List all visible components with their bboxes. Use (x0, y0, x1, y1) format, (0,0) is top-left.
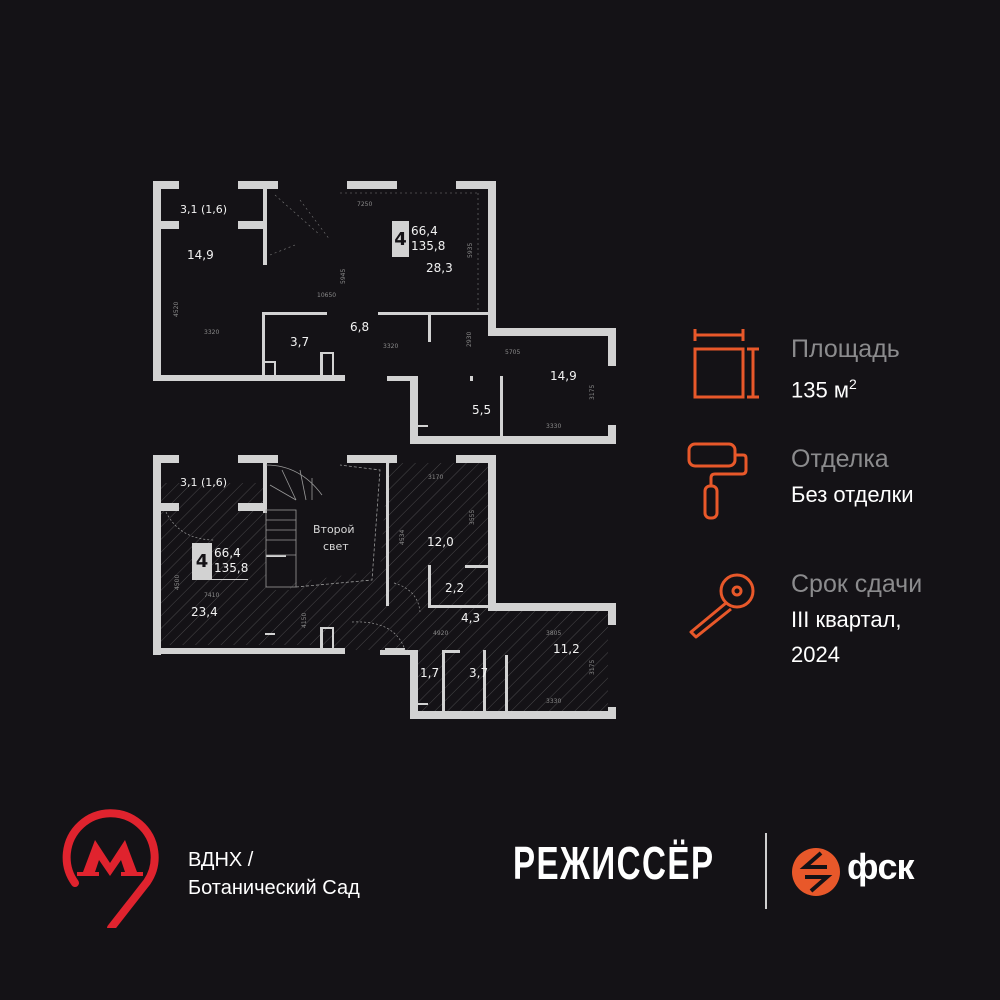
dim-label: 2930 (466, 331, 473, 347)
dim-label: 3320 (204, 329, 220, 336)
fsk-logo-icon (792, 848, 840, 896)
dim-label: 3555 (469, 509, 476, 525)
area-value-text: 135 м (791, 377, 849, 403)
second-light-label-line1: Второй (313, 523, 355, 536)
info-area: Площадь 135 м2 (685, 325, 985, 405)
metro-line2: Ботанический Сад (188, 877, 360, 899)
dim-label: 3330 (546, 698, 562, 705)
lower-kitchen-living-area: 23,4 (191, 605, 218, 619)
info-finish: Отделка Без отделки (685, 440, 985, 520)
second-light-outline (295, 464, 381, 588)
delivery-title: Срок сдачи (791, 570, 923, 598)
dim-label: 3175 (589, 659, 596, 675)
dim-label: 4534 (399, 529, 406, 545)
upper-balcony-area: 3,1 (1,6) (180, 203, 228, 216)
lower-bath-area: 3,7 (469, 666, 489, 680)
upper-level-fixtures (269, 192, 479, 312)
metro-line1: ВДНХ / (188, 849, 254, 871)
lower-wc-area: 1,7 (420, 666, 440, 680)
dim-label: 3320 (383, 343, 399, 350)
finish-value: Без отделки (791, 482, 914, 507)
dim-label: 3170 (428, 474, 444, 481)
project-logo: РЕЖИССЁР (513, 837, 715, 889)
dim-label: 7410 (204, 592, 220, 599)
upper-bath-area: 5,5 (472, 403, 492, 417)
lower-bedroom-area: 12,0 (427, 535, 454, 549)
delivery-value-line1: III квартал, (791, 607, 902, 632)
dim-label: 10650 (317, 292, 337, 299)
total-area-value: 135,8 (214, 561, 249, 575)
lower-level-stairs (265, 464, 323, 588)
lower-room-area: 11,2 (553, 642, 580, 656)
area-icon (693, 329, 759, 399)
door-swings (165, 511, 421, 651)
area-value: 135 м2 (791, 369, 857, 405)
delivery-value-line2: 2024 (791, 642, 840, 667)
finish-title: Отделка (791, 445, 889, 473)
area-title: Площадь (791, 335, 900, 363)
lower-apartment-badge: 4 66,4 135,8 (192, 543, 249, 580)
dim-label: 4920 (433, 630, 449, 637)
paint-roller-icon (687, 442, 748, 520)
lower-storage-area: 2,2 (445, 581, 465, 595)
dim-label: 3330 (546, 423, 562, 430)
lower-balcony-area: 3,1 (1,6) (180, 476, 228, 489)
rooms-count: 4 (192, 543, 212, 580)
metro-station: ВДНХ / Ботанический Сад (188, 846, 360, 902)
dim-label: 4520 (173, 301, 180, 317)
logo-divider (765, 833, 767, 909)
lower-corridor-area: 4,3 (461, 611, 481, 625)
dim-label: 4150 (301, 612, 308, 628)
upper-level-plan (153, 181, 616, 444)
dim-label: 3175 (589, 384, 596, 400)
developer-logo: фск (847, 846, 915, 887)
upper-apartment-badge: 4 66,4 135,8 (392, 221, 445, 257)
metro-icon (62, 809, 159, 928)
dim-label: 3805 (546, 630, 562, 637)
upper-living-area: 28,3 (426, 261, 453, 275)
key-icon (689, 573, 755, 639)
dim-label: 4500 (174, 574, 181, 590)
living-area-value: 66,4 (214, 546, 241, 560)
living-area-value: 66,4 (411, 224, 438, 238)
second-light-label-line2: свет (323, 540, 349, 553)
dim-label: 5945 (340, 268, 347, 284)
dim-label: 7250 (357, 201, 373, 208)
upper-hall-area: 6,8 (350, 320, 370, 334)
upper-bath-small-area: 3,7 (290, 335, 310, 349)
dim-label: 5705 (505, 349, 521, 356)
dim-label: 5935 (467, 242, 474, 258)
lower-level-plan (153, 455, 616, 719)
rooms-count: 4 (392, 221, 409, 257)
upper-bedroom-right-area: 14,9 (550, 369, 577, 383)
lower-level-hatch (161, 463, 608, 716)
upper-bedroom-left-area: 14,9 (187, 248, 214, 262)
total-area-value: 135,8 (411, 239, 446, 253)
info-delivery: Срок сдачи III квартал, 2024 (685, 565, 985, 675)
area-unit-superscript: 2 (848, 376, 857, 392)
